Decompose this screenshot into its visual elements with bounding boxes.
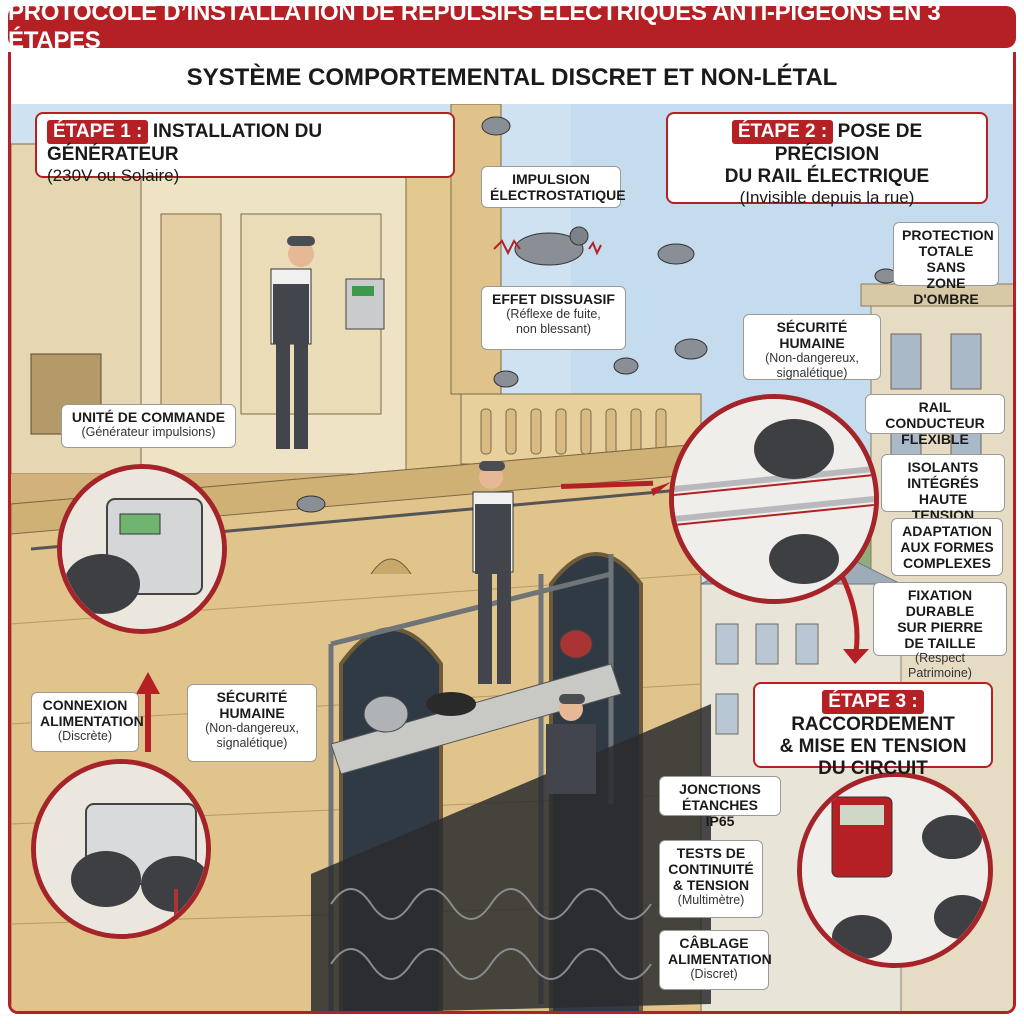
step-1-subtitle: (230V ou Solaire) [47, 166, 180, 185]
isolants-line1: ISOLANTS [907, 459, 979, 475]
cablage-line2: ALIMENTATION [668, 951, 772, 967]
main-title-banner: PROTOCOLE D’INSTALLATION DE RÉPULSIFS ÉL… [8, 0, 1016, 54]
adaptation-line3: COMPLEXES [903, 555, 991, 571]
callout-connexion: CONNEXION ALIMENTATION (Discrète) [31, 692, 144, 752]
jonctions-line2: ÉTANCHES IP65 [682, 797, 758, 829]
worker-generator [270, 236, 385, 449]
protection-line2: TOTALE SANS [918, 243, 974, 275]
step-2-title: POSE DE PRÉCISION [774, 121, 923, 165]
callout-rail: RAIL CONDUCTEUR FLEXIBLE [865, 394, 1005, 447]
step-2-box: ÉTAPE 2 : POSE DE PRÉCISION DU RAIL ÉLEC… [666, 112, 988, 207]
callout-isolants: ISOLANTS INTÉGRÉS HAUTE TENSION [881, 454, 1005, 523]
effet-title: EFFET DISSUASIF [492, 291, 615, 307]
step-1-title: INSTALLATION DU GÉNÉRATEUR [47, 121, 323, 165]
securite-bottom-sub1: (Non-dangereux, [205, 721, 299, 735]
rail-closeup [674, 399, 874, 599]
step-3-tag: ÉTAPE 3 : [822, 690, 924, 714]
step-2-title-line2: DU RAIL ÉLECTRIQUE [724, 166, 930, 187]
subtitle: SYSTÈME COMPORTEMENTAL DISCRET ET NON-LÉ… [186, 64, 838, 91]
jonctions-line1: JONCTIONS [679, 781, 761, 797]
step-2-subtitle: (Invisible depuis la rue) [739, 188, 915, 207]
step-1-tag: ÉTAPE 1 : [47, 120, 149, 144]
fixation-line2: SUR PIERRE [897, 619, 983, 635]
lens-control-unit [57, 464, 227, 634]
fixation-sub: (Respect Patrimoine) [908, 651, 972, 680]
securite-bottom-sub2: signalétique) [216, 736, 288, 750]
callout-securite-top: SÉCURITÉ HUMAINE (Non-dangereux, signalé… [743, 314, 881, 380]
tests-line1: TESTS DE [676, 845, 746, 861]
adaptation-line1: ADAPTATION [902, 523, 992, 539]
lens-multimeter [797, 772, 993, 968]
fixation-line3: DE TAILLE [904, 635, 976, 651]
illustration-scene: ÉTAPE 1 : INSTALLATION DU GÉNÉRATEUR (23… [8, 104, 1016, 1014]
rail-line1: RAIL CONDUCTEUR [885, 399, 985, 431]
tests-line3: & TENSION [672, 877, 750, 893]
control-unit-closeup [62, 469, 222, 629]
callout-protection: PROTECTION TOTALE SANS ZONE D'OMBRE [893, 222, 999, 307]
callout-unite-commande: UNITÉ DE COMMANDE (Générateur impulsions… [61, 404, 236, 448]
callout-cablage: CÂBLAGE ALIMENTATION (Discret) [659, 930, 772, 990]
effet-sub1: (Réflexe de fuite, [506, 307, 601, 321]
power-connection-closeup [36, 764, 206, 934]
connexion-sub: (Discrète) [57, 729, 113, 743]
step-3-title-line2: & MISE EN TENSION [779, 736, 967, 757]
tests-sub: (Multimètre) [677, 893, 745, 907]
rail-line2: FLEXIBLE [901, 431, 969, 447]
securite-bottom-line1: SÉCURITÉ [216, 689, 288, 705]
isolants-line2: INTÉGRÉS [907, 475, 979, 491]
step-3-title: RACCORDEMENT [791, 714, 955, 735]
callout-securite-bottom: SÉCURITÉ HUMAINE (Non-dangereux, signalé… [187, 684, 317, 762]
unite-title: UNITÉ DE COMMANDE [71, 409, 226, 425]
callout-adaptation: ADAPTATION AUX FORMES COMPLEXES [891, 518, 1003, 576]
cablage-sub: (Discret) [690, 967, 738, 981]
protection-line3: ZONE D'OMBRE [913, 275, 979, 307]
impulsion-line1: IMPULSION [512, 171, 590, 187]
connexion-line2: ALIMENTATION [40, 713, 144, 729]
callout-jonctions: JONCTIONS ÉTANCHES IP65 [659, 776, 781, 829]
lens-power-connection [31, 759, 211, 939]
callout-effet-dissuasif: EFFET DISSUASIF (Réflexe de fuite, non b… [481, 286, 626, 350]
securite-bottom-line2: HUMAINE [219, 705, 285, 721]
protection-line1: PROTECTION [902, 227, 994, 243]
effet-sub2: non blessant) [515, 322, 592, 336]
worker-rail [472, 461, 514, 684]
connexion-line1: CONNEXION [42, 697, 128, 713]
step-2-tag: ÉTAPE 2 : [731, 120, 834, 144]
callout-tests: TESTS DE CONTINUITÉ & TENSION (Multimètr… [659, 840, 763, 918]
securite-top-title: SÉCURITÉ HUMAINE [776, 319, 848, 351]
adaptation-line2: AUX FORMES [900, 539, 994, 555]
worker-wiring [546, 694, 596, 794]
callout-impulsion: IMPULSION ÉLECTROSTATIQUE [481, 166, 626, 208]
callout-fixation: FIXATION DURABLE SUR PIERRE DE TAILLE (R… [873, 582, 1007, 680]
impulsion-line2: ÉLECTROSTATIQUE [490, 187, 626, 203]
unite-sub: (Générateur impulsions) [81, 425, 216, 439]
pigeon-shock-graphic [493, 226, 602, 266]
cablage-line1: CÂBLAGE [679, 935, 749, 951]
tests-line2: CONTINUITÉ [668, 861, 754, 877]
main-title: PROTOCOLE D’INSTALLATION DE RÉPULSIFS ÉL… [8, 0, 941, 54]
securite-top-sub1: (Non-dangereux, [765, 351, 859, 365]
step-3-box: ÉTAPE 3 : RACCORDEMENT & MISE EN TENSION… [753, 682, 993, 779]
securite-top-sub2: signalétique) [776, 366, 848, 380]
multimeter-closeup [802, 777, 988, 963]
lens-rail [669, 394, 879, 604]
subtitle-bar: SYSTÈME COMPORTEMENTAL DISCRET ET NON-LÉ… [8, 52, 1016, 104]
fixation-line1: FIXATION DURABLE [905, 587, 975, 619]
step-1-box: ÉTAPE 1 : INSTALLATION DU GÉNÉRATEUR (23… [35, 112, 455, 185]
step-3-title-line3: DU CIRCUIT [818, 758, 928, 779]
